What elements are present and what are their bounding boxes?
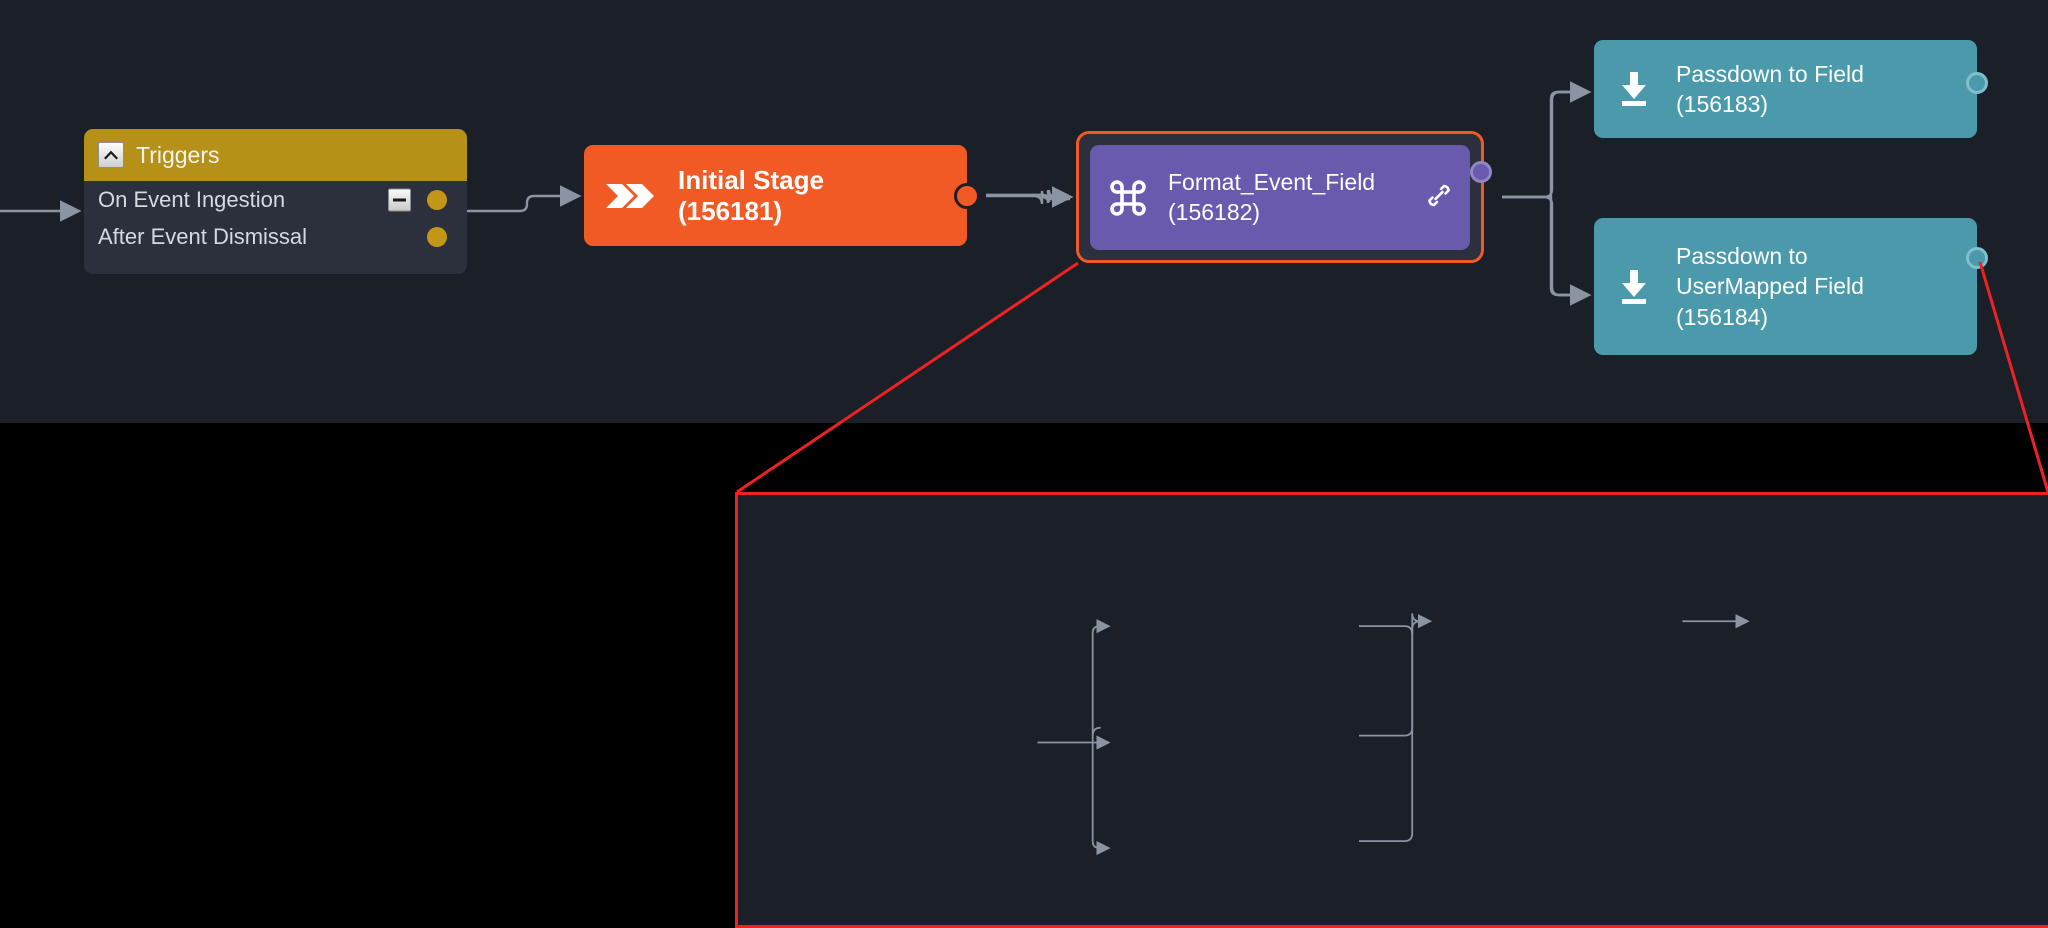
trigger-node-header[interactable]: Triggers <box>84 129 467 181</box>
node-title: Passdown to Field <box>1676 60 1864 87</box>
node-title: Initial Stage <box>678 164 824 195</box>
node-subtitle: (156183) <box>1676 91 1769 117</box>
node-passdown-to-usermapped-field[interactable]: Passdown to UserMapped Field (156184) <box>1594 218 1988 355</box>
node-passdown-to-field-text: Passdown to Field (156183) <box>1676 59 1864 120</box>
trigger-row-after-event-dismissal[interactable]: After Event Dismissal <box>84 218 467 255</box>
trigger-node-title: Triggers <box>136 141 220 168</box>
trigger-output-port[interactable] <box>427 226 447 247</box>
collapse-minus-icon[interactable] <box>388 188 411 211</box>
top-canvas-edges <box>0 81 1592 306</box>
node-output-port[interactable] <box>1966 72 1988 94</box>
node-format-event-field[interactable]: Format_Event_Field (156182) <box>1090 145 1492 250</box>
node-output-port[interactable] <box>1470 161 1492 183</box>
node-passdown-to-field[interactable]: Passdown to Field (156183) <box>1594 40 1988 138</box>
trigger-node[interactable]: Triggers On Event Ingestion After Event … <box>84 129 467 274</box>
node-subtitle: (156182) <box>1168 198 1261 225</box>
detail-subworkflow-panel[interactable]: Kevin_Format_Event_Field Update Fields M… <box>735 492 2048 928</box>
node-title-line-1: Passdown to <box>1676 242 1808 269</box>
download-icon <box>1616 267 1652 307</box>
link-icon[interactable] <box>1424 180 1454 215</box>
node-subtitle: (156181) <box>678 195 783 226</box>
detail-panel-edges <box>1037 613 1750 856</box>
node-format-event-field-selection[interactable]: Format_Event_Field (156182) <box>1076 131 1492 263</box>
download-icon <box>1616 69 1652 109</box>
trigger-output-port[interactable] <box>427 189 447 210</box>
chevron-up-icon[interactable] <box>98 142 124 168</box>
trigger-row-on-event-ingestion[interactable]: On Event Ingestion <box>84 181 467 218</box>
node-passdown-to-usermapped-field-text: Passdown to UserMapped Field (156184) <box>1676 241 1864 332</box>
node-initial-stage[interactable]: Initial Stage (156181) <box>584 145 980 246</box>
trigger-row-label: After Event Dismissal <box>98 223 308 249</box>
trigger-row-label: On Event Ingestion <box>98 186 286 212</box>
node-subtitle: (156184) <box>1676 303 1769 330</box>
node-output-port[interactable] <box>1966 247 1988 269</box>
command-icon <box>1108 178 1148 218</box>
node-title: Format_Event_Field <box>1168 169 1376 196</box>
node-initial-stage-text: Initial Stage (156181) <box>678 165 824 226</box>
node-title-line-2: UserMapped Field <box>1676 273 1864 300</box>
node-output-port[interactable] <box>954 182 980 209</box>
node-format-event-field-text: Format_Event_Field (156182) <box>1168 168 1375 227</box>
top-workflow-canvas[interactable]: Triggers On Event Ingestion After Event … <box>0 0 2048 423</box>
double-chevron-icon <box>604 180 656 212</box>
